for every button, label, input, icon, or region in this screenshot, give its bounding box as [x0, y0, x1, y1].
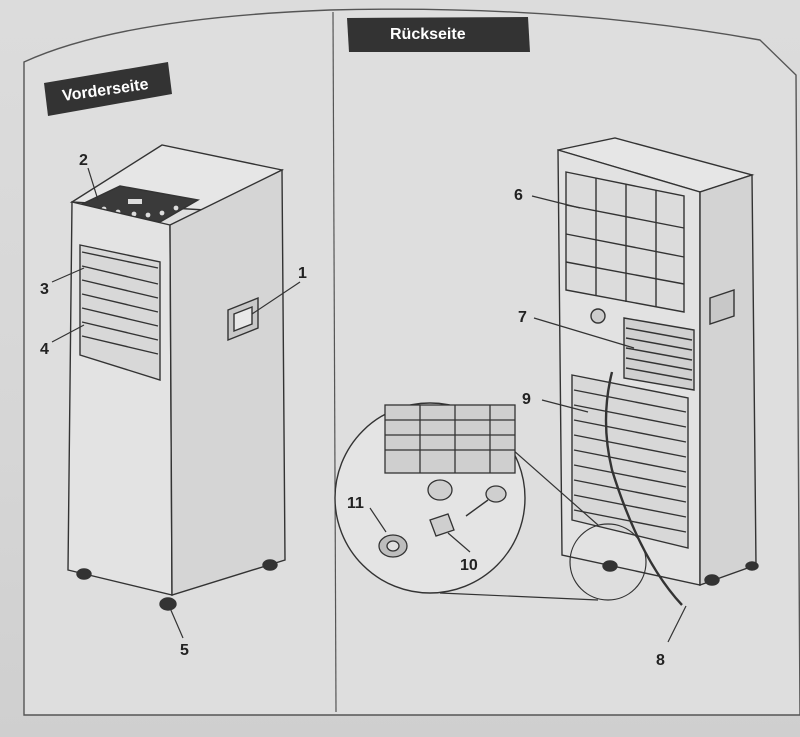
lower-filter	[571, 374, 689, 549]
back-leader-lines	[369, 195, 687, 643]
callout-1: 1	[298, 265, 307, 282]
air-outlet	[79, 244, 161, 381]
detail-connector-bottom	[439, 592, 599, 601]
detail-target-circle	[569, 523, 647, 601]
back-unit	[557, 137, 759, 606]
front-wheels	[76, 559, 278, 611]
callout-10: 10	[460, 557, 478, 574]
callout-6: 6	[514, 187, 523, 204]
drain-plug	[378, 534, 408, 558]
back-side-face	[699, 174, 757, 586]
callout-8: 8	[656, 652, 665, 669]
callout-5: 5	[180, 642, 189, 659]
detail-magnifier	[334, 402, 647, 601]
back-side-handle	[709, 289, 735, 325]
panel-divider	[332, 11, 337, 713]
callout-3: 3	[40, 281, 49, 298]
callout-9: 9	[522, 391, 531, 408]
side-handle	[227, 296, 259, 342]
back-header-label: Rückseite	[390, 26, 466, 43]
front-leader-lines	[51, 167, 301, 639]
upper-filter	[565, 171, 685, 313]
back-header: Rückseite	[347, 17, 530, 52]
drain-port-upper	[590, 308, 606, 324]
exhaust-vent	[623, 317, 695, 391]
callout-2: 2	[79, 152, 88, 169]
callout-11: 11	[347, 495, 364, 512]
detail-drain-port	[384, 404, 516, 537]
drain-hose	[604, 371, 683, 606]
back-wheels	[602, 560, 759, 586]
callout-7: 7	[518, 309, 527, 326]
front-header: Vorderseite	[44, 62, 172, 116]
front-side-face	[169, 168, 286, 596]
callout-4: 4	[40, 341, 49, 358]
control-buttons	[101, 199, 179, 218]
front-unit	[67, 144, 286, 611]
